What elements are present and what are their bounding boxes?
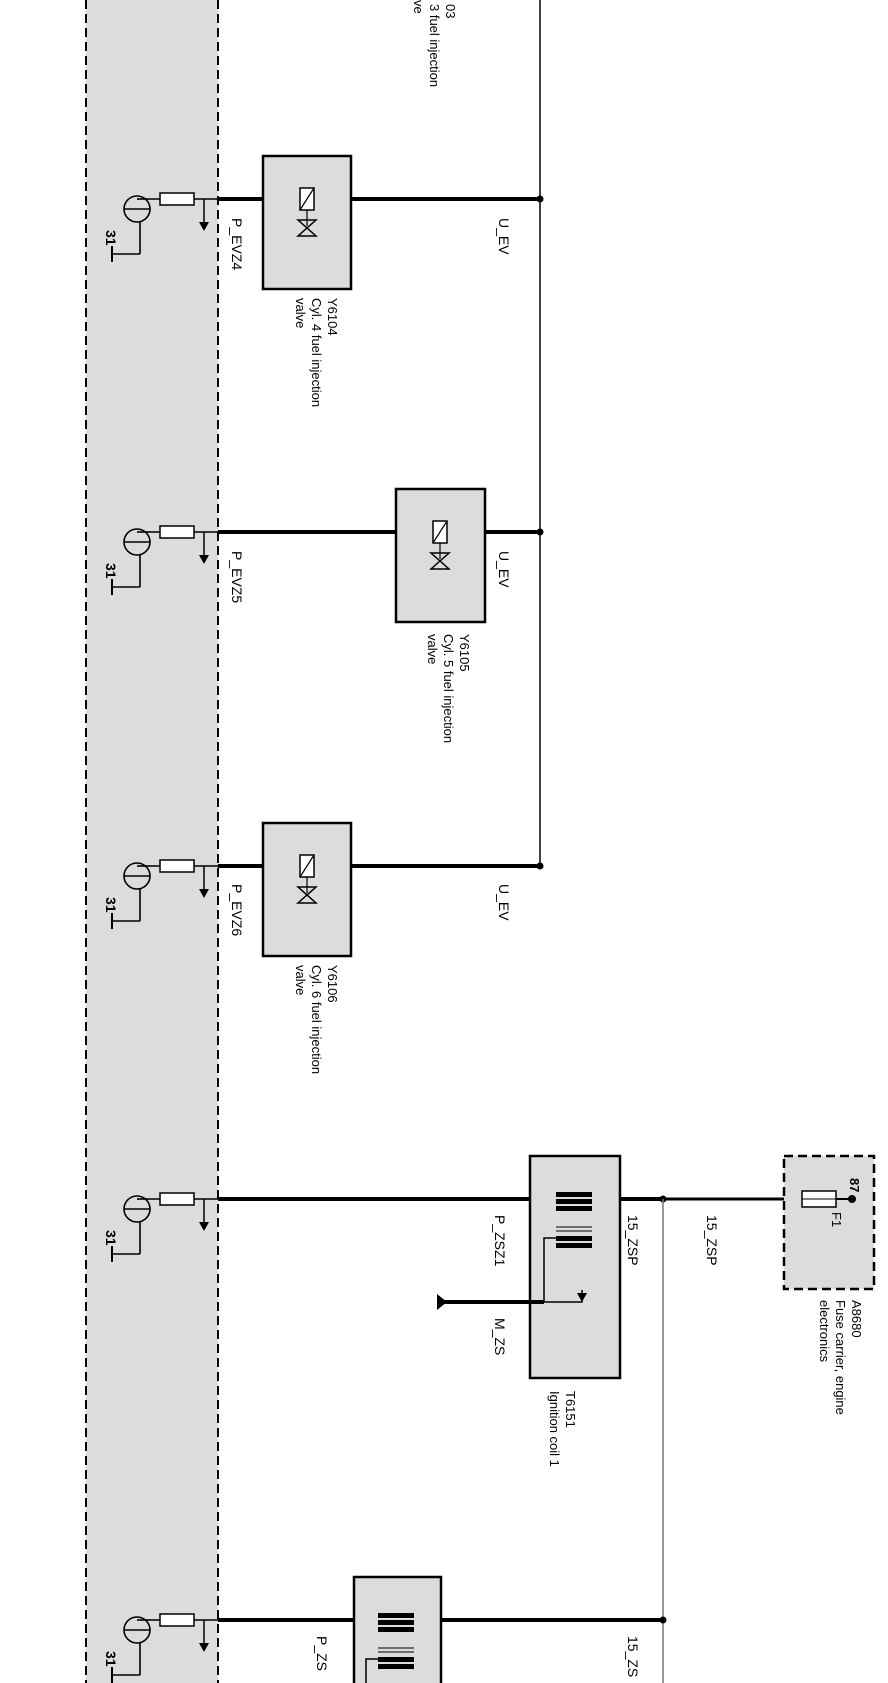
component-label-y6104: Y6104 Cyl. 4 fuel injection valve — [293, 298, 340, 407]
svg-text:Cyl. 5 fuel injection: Cyl. 5 fuel injection — [441, 634, 456, 743]
partial-pin-primary-label: P_ZS — [314, 1636, 330, 1671]
ground-label-31: 31 — [103, 230, 119, 246]
header-fragment-code: 03 — [443, 4, 458, 18]
terminal-label: 87 — [847, 1178, 862, 1192]
coil-pin-ground-label: M_ZS — [492, 1318, 508, 1355]
pin-label: P_EVZ6 — [229, 884, 245, 936]
ignition-coil-t6151 — [218, 1154, 667, 1380]
injector-y6105 — [218, 487, 544, 624]
coil-pin-supply-label: 15_ZSP — [625, 1215, 641, 1266]
driver-transistor-4 — [111, 1192, 218, 1262]
ground-label-31: 31 — [103, 563, 119, 579]
ground-label-31: 31 — [103, 1651, 119, 1667]
fuse-carrier-a8680 — [782, 1154, 876, 1291]
svg-text:Cyl. 4 fuel injection: Cyl. 4 fuel injection — [309, 298, 324, 407]
svg-text:Cyl. 6 fuel injection: Cyl. 6 fuel injection — [309, 965, 324, 1074]
svg-text:electronics: electronics — [817, 1300, 832, 1363]
ground-label-31: 31 — [103, 1230, 119, 1246]
solenoid-valve-icon — [296, 187, 318, 237]
partial-pin-supply-label: 15_ZS — [625, 1636, 641, 1677]
svg-text:Ignition coil 1: Ignition coil 1 — [547, 1391, 562, 1467]
pin-label: P_EVZ5 — [229, 551, 245, 603]
svg-text:valve: valve — [293, 298, 308, 328]
control-unit-area — [86, 0, 218, 1683]
ground-arrow-icon — [437, 1294, 447, 1310]
header-fragment-desc2: ve — [411, 0, 426, 14]
svg-text:Fuse carrier, engine: Fuse carrier, engine — [833, 1300, 848, 1415]
supply-label: U_EV — [496, 884, 512, 921]
driver-transistor-3 — [111, 859, 218, 929]
pin-label: P_EVZ4 — [229, 218, 245, 270]
injector-y6104 — [218, 154, 544, 291]
supply-line-label: 15_ZSP — [704, 1215, 720, 1266]
solenoid-valve-icon — [296, 854, 318, 904]
header-fragment-desc: 3 fuel injection — [427, 4, 442, 87]
supply-label: U_EV — [496, 551, 512, 588]
ground-label-31: 31 — [103, 897, 119, 913]
svg-text:Y6106: Y6106 — [325, 965, 340, 1003]
junction-dot — [536, 195, 544, 203]
svg-text:ve: ve — [411, 0, 426, 14]
solenoid-valve-icon — [429, 520, 451, 570]
driver-transistor-5 — [111, 1613, 218, 1683]
injector-y6106 — [218, 821, 544, 958]
svg-text:03: 03 — [443, 4, 458, 18]
junction-dot — [659, 1616, 667, 1624]
junction-dot — [536, 862, 544, 870]
svg-text:valve: valve — [425, 634, 440, 664]
driver-transistor-1 — [111, 192, 218, 262]
svg-text:Y6104: Y6104 — [325, 298, 340, 336]
driver-transistor-2 — [111, 525, 218, 595]
component-label-y6106: Y6106 Cyl. 6 fuel injection valve — [293, 965, 340, 1074]
svg-text:Y6105: Y6105 — [457, 634, 472, 672]
fuse-carrier-box — [782, 1154, 876, 1291]
component-label-a8680: A8680 Fuse carrier, engine electronics — [817, 1300, 864, 1415]
ignition-coil-partial — [218, 1575, 667, 1683]
svg-text:3 fuel injection: 3 fuel injection — [427, 4, 442, 87]
coil-pin-primary-label: P_ZSZ1 — [492, 1215, 508, 1267]
svg-text:valve: valve — [293, 965, 308, 995]
svg-text:A8680: A8680 — [849, 1300, 864, 1338]
junction-dot — [536, 528, 544, 536]
terminal-dot — [848, 1195, 856, 1203]
fuse-label: F1 — [829, 1212, 844, 1227]
component-label-y6105: Y6105 Cyl. 5 fuel injection valve — [425, 634, 472, 743]
component-label-t6151: T6151 Ignition coil 1 — [547, 1391, 578, 1467]
supply-label: U_EV — [496, 218, 512, 255]
svg-text:T6151: T6151 — [563, 1391, 578, 1428]
